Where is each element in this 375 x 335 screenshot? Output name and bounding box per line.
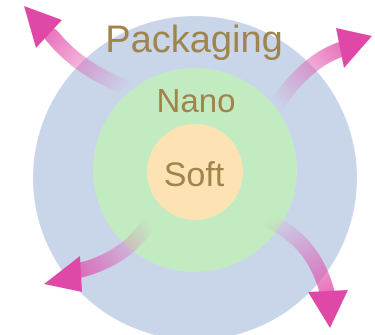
middle-ring-label: Nano: [157, 82, 236, 119]
arrow-top-left-icon: [24, 6, 136, 96]
arrow-bottom-left-icon: [44, 214, 158, 292]
arrow-bottom-right-icon: [260, 212, 348, 328]
inner-ring-label: Soft: [164, 156, 225, 194]
arrow-top-right-icon: [268, 28, 372, 114]
inner-ring: [147, 124, 243, 220]
outer-ring-label: Packaging: [105, 19, 282, 61]
